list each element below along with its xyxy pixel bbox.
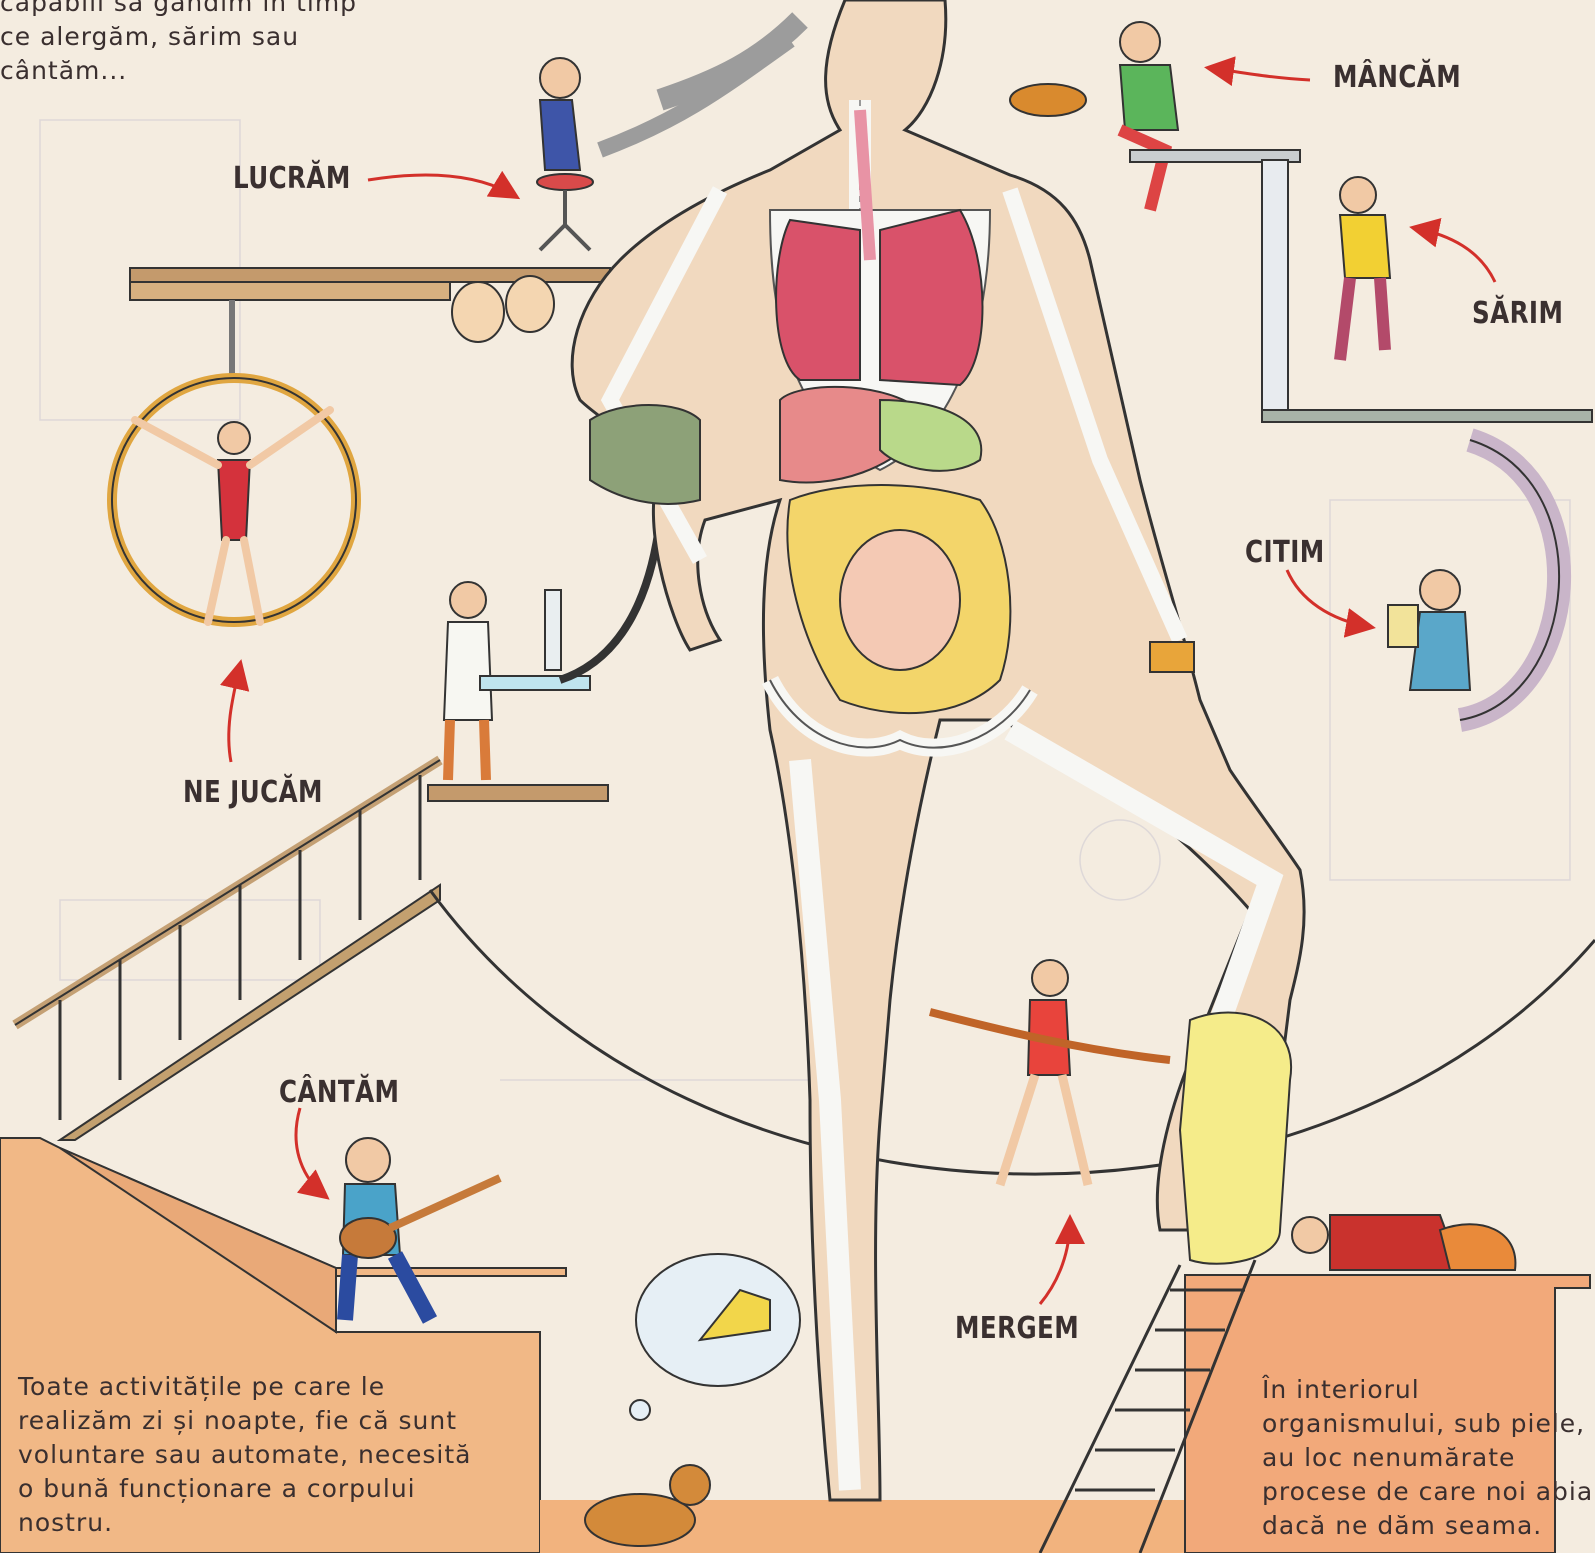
- caption-left: Toate activitățile pe care le realizăm z…: [18, 1370, 518, 1540]
- label-citim: CITIM: [1245, 535, 1325, 570]
- intro-text: capabili să gândim în timp ce alergăm, s…: [0, 0, 400, 88]
- label-mergem: MERGEM: [955, 1311, 1079, 1346]
- label-mancam: MÂNCĂM: [1333, 60, 1461, 95]
- lungs: [776, 210, 982, 385]
- label-ne-jucam: NE JUCĂM: [183, 775, 323, 810]
- baby: [840, 530, 960, 670]
- label-lucram: LUCRĂM: [233, 161, 351, 196]
- label-sarim: SĂRIM: [1472, 296, 1563, 331]
- label-cantam: CÂNTĂM: [279, 1075, 399, 1110]
- caption-right: În interiorul organismului, sub piele, a…: [1262, 1373, 1595, 1543]
- yellow-sock: [1180, 1013, 1291, 1264]
